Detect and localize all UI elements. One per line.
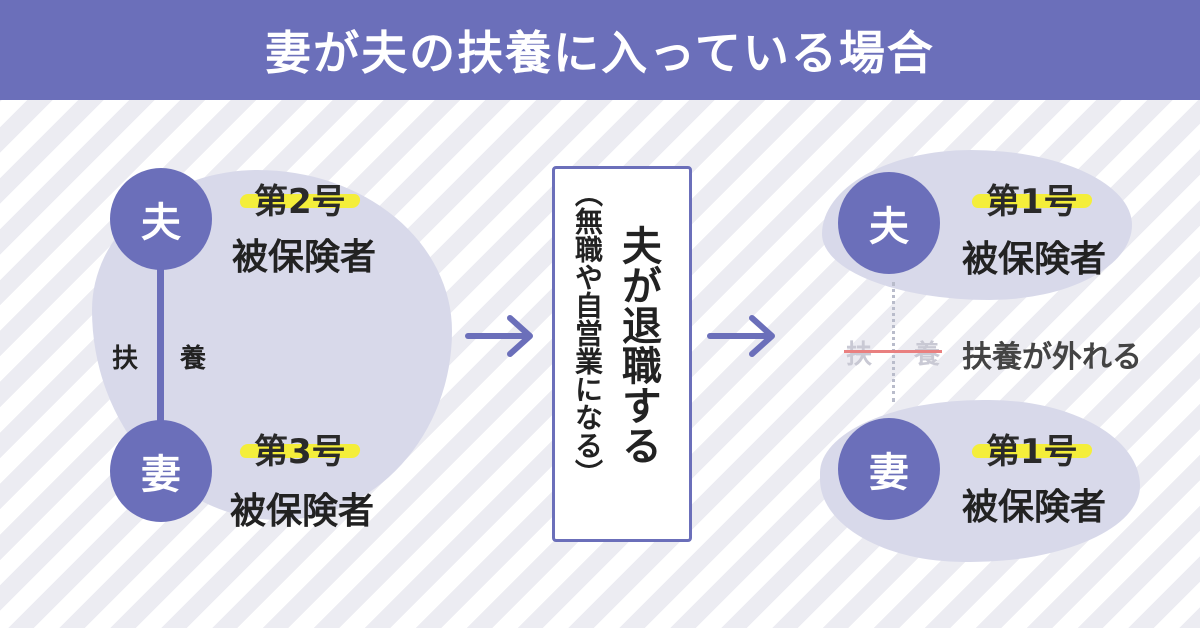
arrow-right-icon: [707, 315, 775, 357]
after-wife-grade: 第1号: [971, 424, 1093, 473]
removed-dependency-label: 扶養が外れる: [962, 340, 1142, 375]
after-husband-grade: 第1号: [971, 174, 1093, 223]
after-wife-node: 妻: [838, 418, 940, 520]
removed-char-2: 養: [914, 340, 941, 370]
after-husband-label: 夫: [869, 204, 909, 250]
header-banner: 妻が夫の扶養に入っている場合: [0, 0, 1200, 100]
after-wife-insured: 被保険者: [962, 487, 1107, 528]
page-title: 妻が夫の扶養に入っている場合: [265, 26, 935, 80]
event-main-text: 夫が退職する: [615, 225, 661, 465]
after-wife-label: 妻: [869, 450, 909, 496]
before-wife-node: 妻: [110, 420, 212, 522]
after-husband-insured: 被保険者: [962, 239, 1107, 280]
before-wife-label: 妻: [141, 452, 181, 498]
strikethrough-line: [844, 350, 942, 353]
dependency-char-1: 扶: [112, 344, 139, 374]
removed-char-1: 扶: [846, 340, 873, 370]
event-box: 夫が退職する （無職や自営業になる）: [552, 166, 692, 542]
before-husband-insured: 被保険者: [232, 237, 377, 278]
before-wife-insured: 被保険者: [230, 491, 375, 532]
dependency-line: [157, 260, 164, 440]
dependency-char-2: 養: [180, 344, 207, 374]
before-husband-grade: 第2号: [239, 174, 361, 223]
before-husband-node: 夫: [110, 168, 212, 270]
before-husband-label: 夫: [141, 200, 181, 246]
event-sub-text: （無職や自営業になる）: [571, 179, 604, 487]
removed-dependency-line: [892, 282, 895, 402]
after-husband-node: 夫: [838, 172, 940, 274]
arrow-right-icon: [465, 315, 533, 357]
before-wife-grade: 第3号: [239, 424, 361, 473]
